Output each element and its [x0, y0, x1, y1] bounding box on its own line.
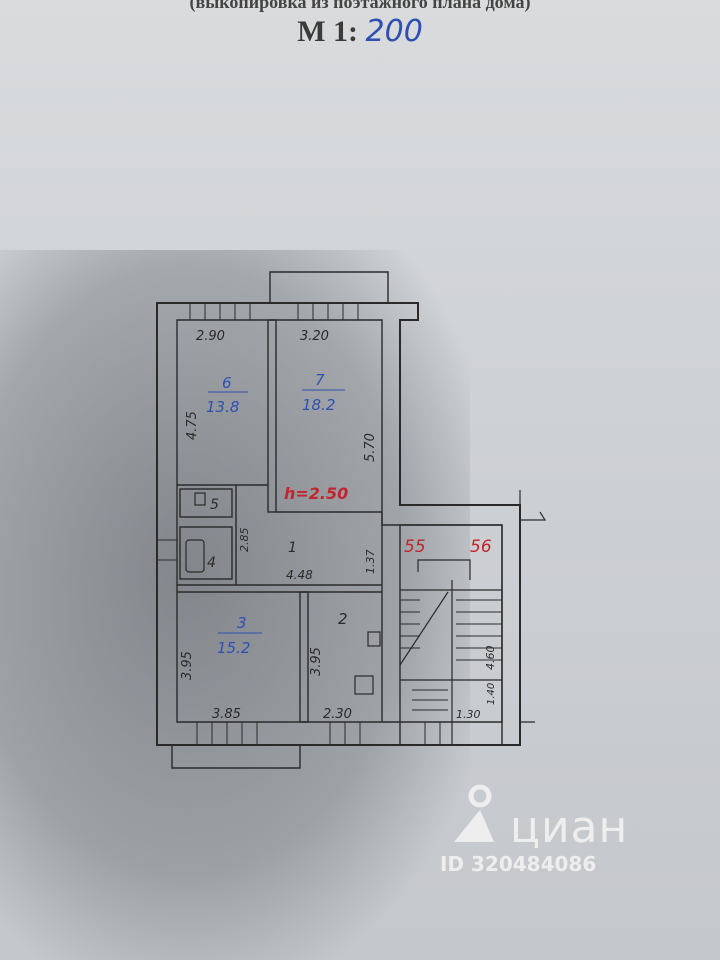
room-6-area: 13.8: [206, 398, 239, 416]
windows: [157, 303, 441, 745]
room-3-number: 3: [237, 614, 247, 632]
dim-385: 3.85: [212, 707, 241, 722]
window-room-6: [189, 303, 251, 320]
red-annotations: h=2.50 55 56: [284, 484, 492, 557]
partition-3-2: [299, 591, 309, 723]
room-4-box: [179, 526, 233, 580]
dim-475: 4.75: [185, 411, 200, 440]
dim-137: 1.37: [364, 550, 377, 575]
plan-caption: (выкопировка из поэтажного плана дома): [189, 0, 531, 12]
dim-395-room3: 3.95: [180, 651, 195, 680]
outer-wall: [156, 302, 521, 746]
listing-id: ID 320484086: [440, 852, 597, 876]
dim-570: 5.70: [363, 433, 378, 462]
dim-140: 1.40: [486, 683, 497, 705]
room-5-number: 5: [210, 497, 219, 513]
room-6-number: 6: [222, 374, 232, 392]
room-7-area: 18.2: [302, 396, 335, 414]
room-3-area: 15.2: [217, 639, 250, 657]
outer-stubs: [519, 490, 547, 723]
window-room-7: [297, 303, 359, 320]
room-1-number: 1: [288, 540, 297, 556]
balcony-top: [269, 271, 389, 303]
stove-icon: [354, 675, 374, 695]
scale-label: М 1: 200: [0, 14, 720, 49]
dim-395-room2: 3.95: [309, 647, 324, 676]
scale-value: 200: [365, 14, 423, 49]
fixtures: [185, 492, 381, 695]
treads-right: [456, 599, 502, 661]
balcony-bottom: [171, 745, 301, 769]
room-4-number: 4: [207, 555, 216, 571]
treads-left: [400, 599, 420, 649]
room-2-number: 2: [338, 610, 348, 628]
treads-bottom: [412, 689, 448, 711]
dim-460: 4.60: [484, 646, 497, 671]
window-left: [157, 539, 177, 561]
apartment-56: 56: [470, 537, 492, 557]
partition-6-7: [267, 319, 277, 513]
bathtub-icon: [185, 539, 205, 573]
window-stair: [424, 722, 441, 745]
stair-treads: [400, 599, 502, 711]
sink-icon: [367, 631, 381, 647]
cian-brand: циан: [510, 802, 629, 853]
dim-285: 2.85: [238, 528, 251, 553]
plan-walls: [156, 271, 547, 769]
room-5-box: [179, 488, 233, 518]
stair-arrow-path: [417, 559, 471, 580]
dimension-labels: 2.90 3.20 4.75 5.70 2.85 1.37 4.48 3.95 …: [180, 329, 497, 722]
dim-230: 2.30: [323, 707, 352, 722]
stair-block: [399, 524, 503, 746]
dim-448: 4.48: [286, 568, 313, 582]
dim-320: 3.20: [300, 329, 329, 344]
room-7-number: 7: [315, 371, 325, 389]
stair-diagonal: [399, 591, 449, 666]
scale-prefix: М 1:: [297, 15, 359, 48]
room-labels: 6 13.8 7 18.2 5 4 1 3 15.2 2: [206, 371, 348, 657]
cian-watermark: циан ID 320484086: [440, 780, 680, 880]
window-room-3: [196, 722, 258, 745]
dim-130: 1.30: [456, 708, 481, 721]
window-room-2: [329, 722, 361, 745]
ceiling-height: h=2.50: [284, 484, 348, 503]
dim-290: 2.90: [196, 329, 225, 344]
apartment-55: 55: [404, 537, 426, 557]
cian-logo-icon: [454, 784, 494, 842]
toilet-icon: [194, 492, 206, 506]
